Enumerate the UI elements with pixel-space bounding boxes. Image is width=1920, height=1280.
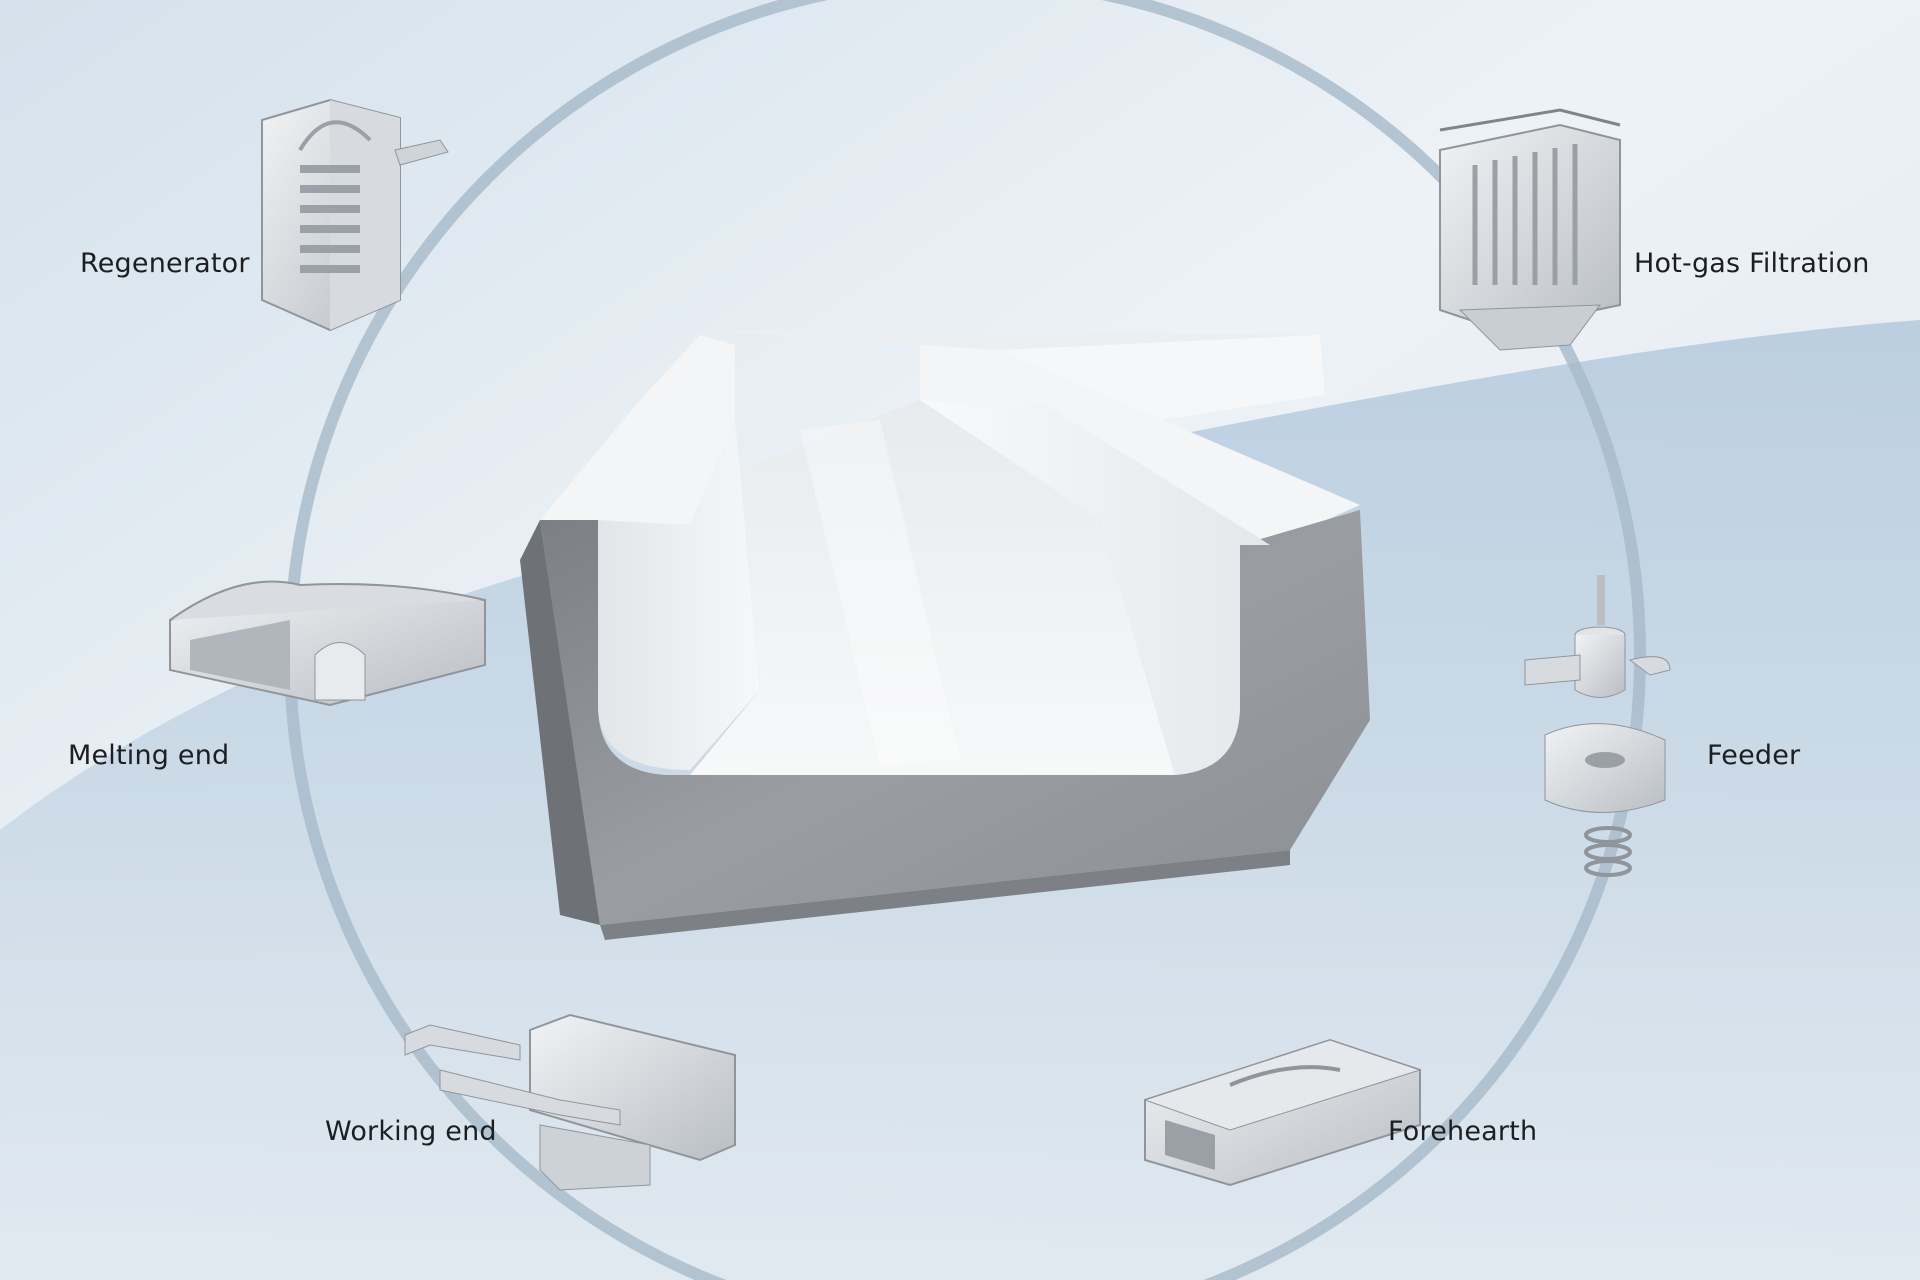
- label-working-end: Working end: [325, 1116, 497, 1147]
- regenerator-icon: [261, 98, 449, 332]
- working-end-icon: [404, 1013, 736, 1191]
- hot-gas-filtration-icon: [1439, 108, 1621, 351]
- label-feeder: Feeder: [1707, 740, 1801, 771]
- forehearth-icon: [1143, 1038, 1422, 1187]
- label-hot-gas-filtration: Hot-gas Filtration: [1634, 248, 1870, 279]
- label-melting-end: Melting end: [68, 740, 230, 771]
- melting-end-icon: [169, 580, 486, 707]
- label-regenerator: Regenerator: [80, 248, 250, 279]
- label-forehearth: Forehearth: [1388, 1116, 1538, 1147]
- channel-block: [520, 330, 1370, 940]
- feeder-icon: [1524, 575, 1671, 877]
